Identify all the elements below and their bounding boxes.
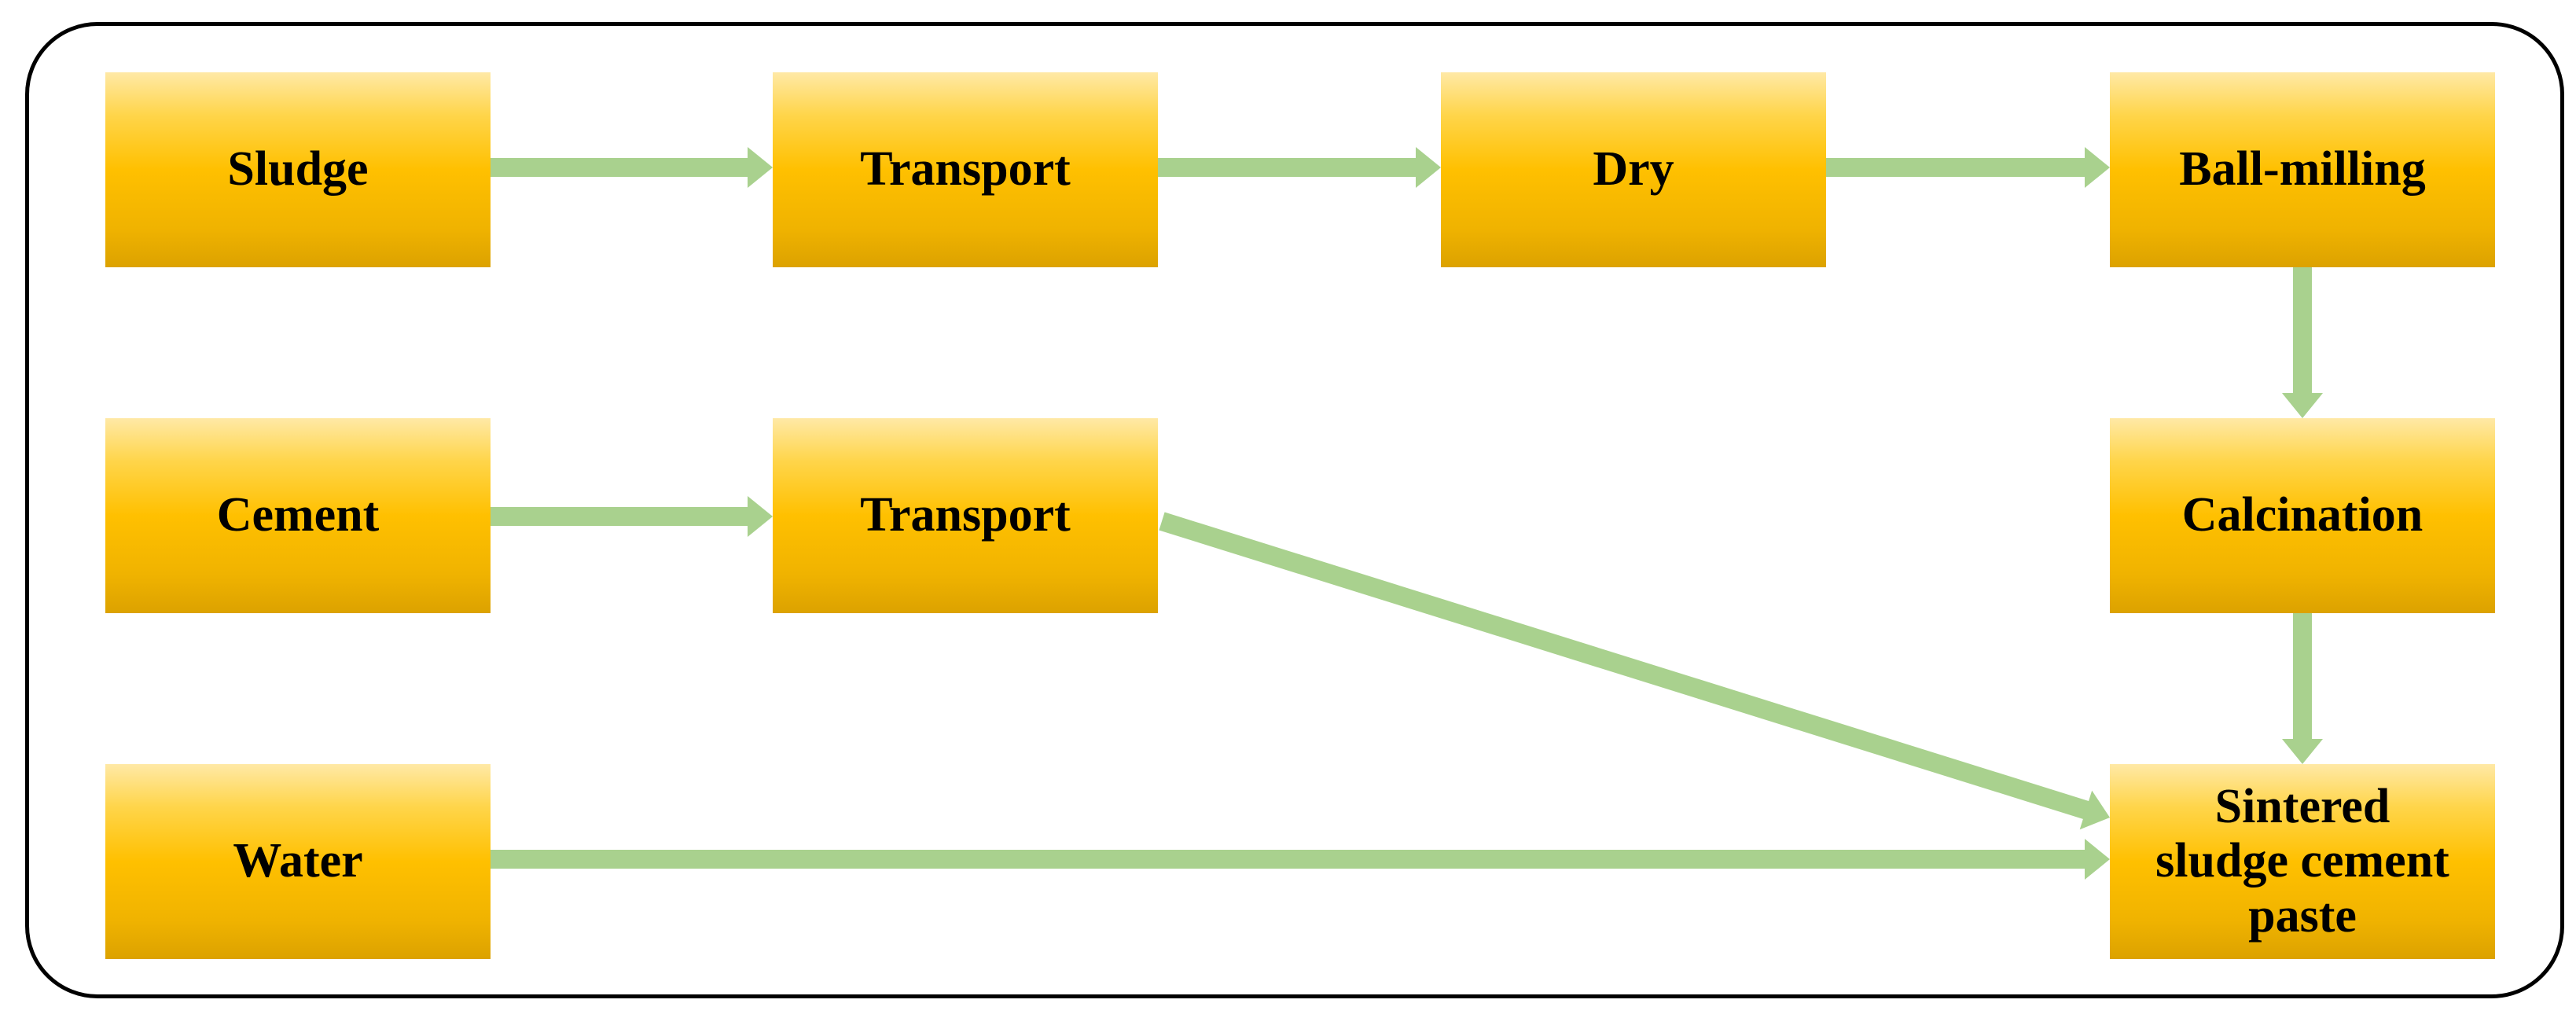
arrow-head bbox=[748, 147, 773, 188]
node-label-line: Sintered bbox=[2214, 779, 2390, 833]
node-dry: Dry bbox=[1441, 72, 1826, 267]
node-water: Water bbox=[105, 764, 491, 959]
arrow-ball-milling-to-calcination bbox=[2282, 267, 2323, 418]
arrow-shaft bbox=[1159, 512, 2090, 820]
node-transport-2: Transport bbox=[773, 418, 1158, 613]
node-label: Dry bbox=[1593, 142, 1674, 197]
node-label: Cement bbox=[216, 488, 380, 542]
arrow-head bbox=[748, 496, 773, 537]
arrow-head bbox=[2079, 790, 2110, 830]
node-label-multiline: Sintered sludge cement paste bbox=[2155, 780, 2449, 943]
arrow-head bbox=[2282, 739, 2323, 764]
node-label: Calcination bbox=[2181, 488, 2423, 542]
arrow-water-to-sintered-paste bbox=[491, 839, 2110, 880]
node-sludge: Sludge bbox=[105, 72, 491, 267]
arrow-sludge-to-transport-1 bbox=[491, 147, 773, 188]
node-label: Sludge bbox=[227, 142, 369, 197]
node-ball-milling: Ball-milling bbox=[2110, 72, 2495, 267]
node-label: Transport bbox=[860, 142, 1071, 197]
arrow-cement-to-transport-2 bbox=[491, 496, 773, 537]
node-label-line: paste bbox=[2248, 888, 2357, 943]
node-label: Transport bbox=[860, 488, 1071, 542]
node-label-line: sludge cement bbox=[2155, 834, 2449, 888]
arrow-head bbox=[2085, 839, 2110, 880]
arrow-transport-1-to-dry bbox=[1158, 147, 1441, 188]
node-sintered-paste: Sintered sludge cement paste bbox=[2110, 764, 2495, 959]
arrow-calcination-to-sintered-paste bbox=[2282, 613, 2323, 764]
node-transport-1: Transport bbox=[773, 72, 1158, 267]
arrow-dry-to-ball-milling bbox=[1826, 147, 2110, 188]
node-label: Water bbox=[233, 834, 363, 888]
node-cement: Cement bbox=[105, 418, 491, 613]
node-calcination: Calcination bbox=[2110, 418, 2495, 613]
diagram-frame bbox=[25, 22, 2564, 998]
arrow-head bbox=[1416, 147, 1441, 188]
node-label: Ball-milling bbox=[2179, 142, 2426, 197]
arrow-head bbox=[2085, 147, 2110, 188]
arrow-head bbox=[2282, 393, 2323, 418]
arrow-transport-2-to-sintered-paste bbox=[1159, 512, 2110, 830]
